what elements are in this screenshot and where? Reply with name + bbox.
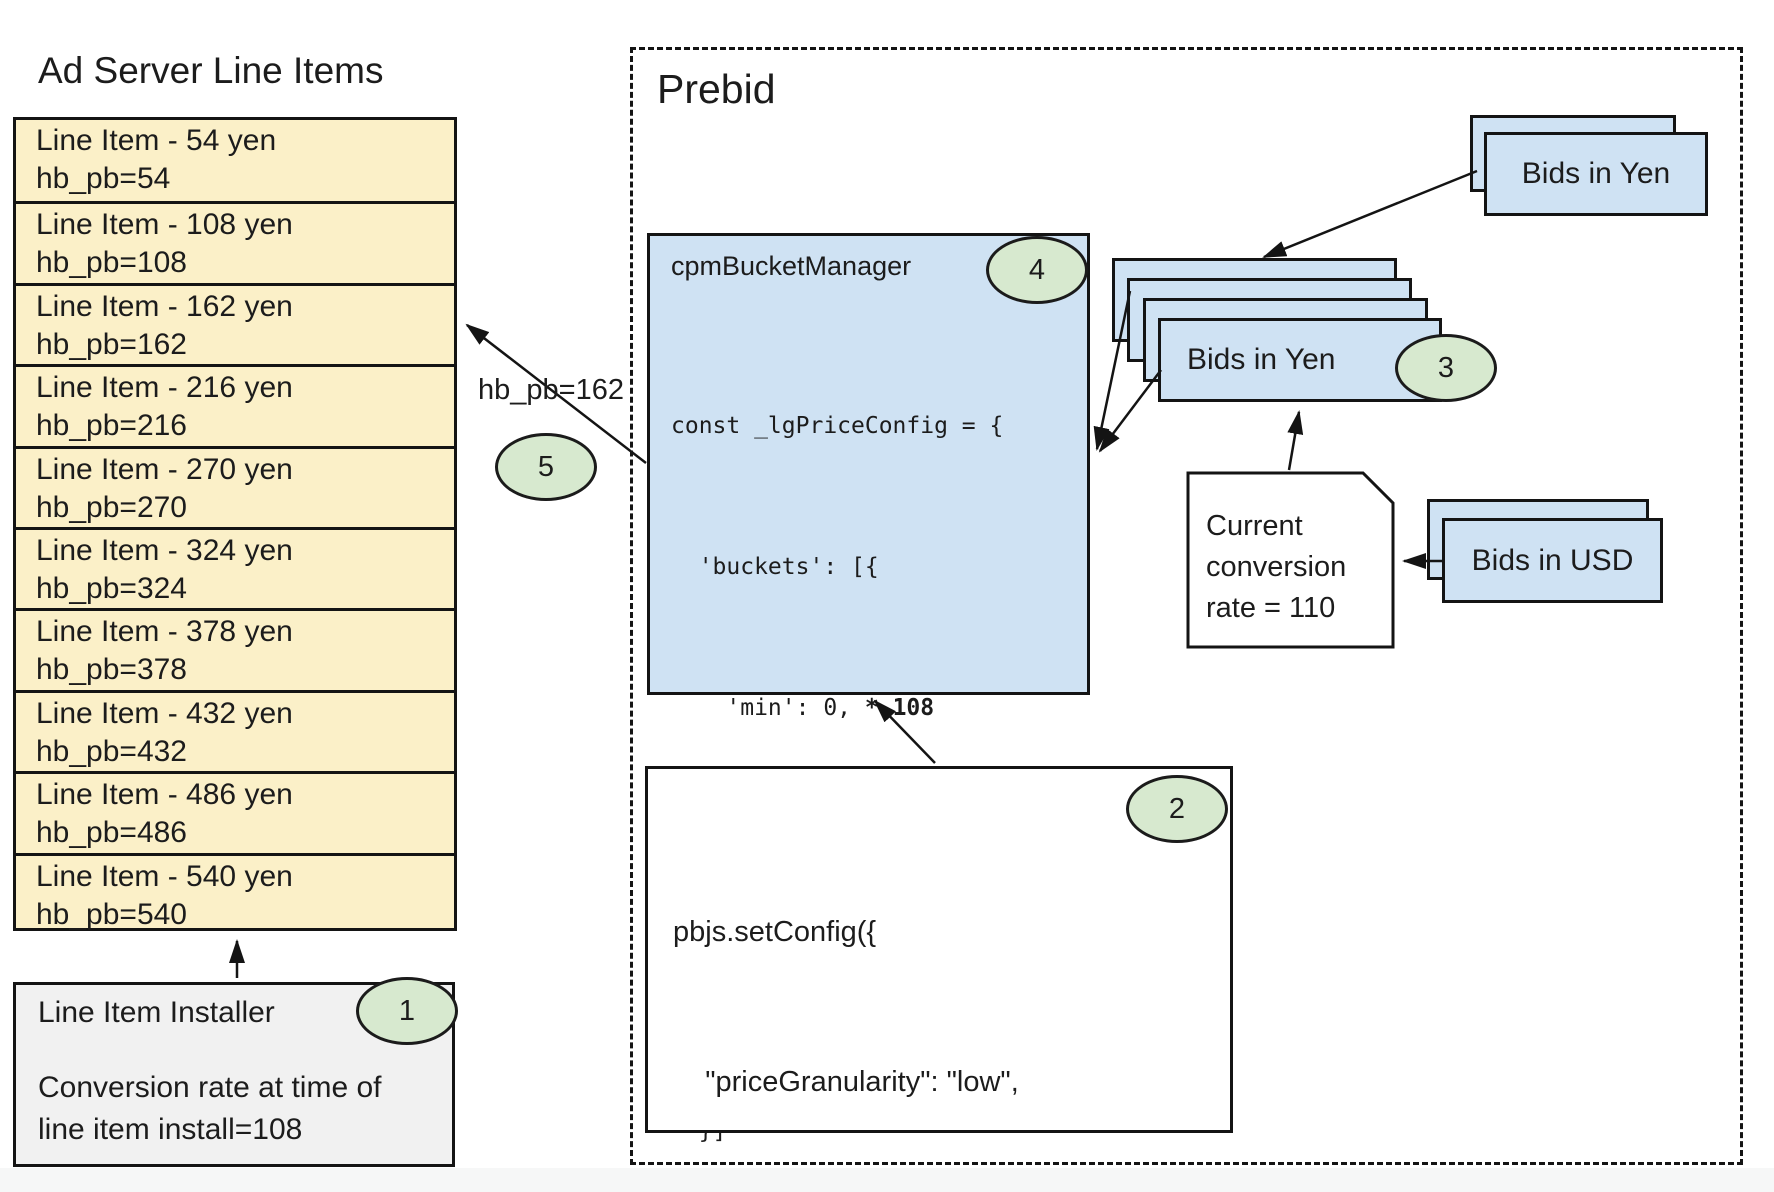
hb-pb-value: hb_pb=108	[36, 246, 187, 280]
line-item-row: Line Item - 540 yen hb_pb=540	[16, 852, 454, 934]
note-line: conversion	[1206, 551, 1347, 583]
line-item-row: Line Item - 270 yen hb_pb=270	[16, 445, 454, 527]
line-item-row: Line Item - 432 yen hb_pb=432	[16, 689, 454, 771]
conversion-rate-note: Current conversion rate = 110	[1206, 506, 1346, 629]
installer-note-line2: line item install=108	[38, 1113, 303, 1146]
note-line: rate = 110	[1206, 592, 1336, 624]
bids-in-yen-stack-label: Bids in Yen	[1187, 343, 1336, 376]
hb-pb-value: hb_pb=270	[36, 490, 187, 524]
line-item-row: Line Item - 378 yen hb_pb=378	[16, 608, 454, 689]
line-item-row: Line Item - 324 yen hb_pb=324	[16, 526, 454, 608]
code-line: pbjs.setConfig({	[673, 916, 877, 948]
step-badge-4: 4	[986, 236, 1088, 304]
line-item-row: Line Item - 108 yen hb_pb=108	[16, 201, 454, 282]
hb-pb-value: hb_pb=216	[36, 409, 187, 443]
code-line: const _lgPriceConfig = {	[671, 413, 1004, 439]
prebid-title: Prebid	[657, 66, 776, 112]
bids-in-yen-top-card: Bids in Yen	[1484, 132, 1708, 216]
line-item-name: Line Item - 270 yen	[36, 452, 293, 486]
line-item-name: Line Item - 324 yen	[36, 533, 293, 567]
step-badge-2: 2	[1126, 775, 1228, 843]
hb-pb-value: hb_pb=486	[36, 816, 187, 850]
step-badge-3: 3	[1395, 334, 1497, 402]
line-item-name: Line Item - 108 yen	[36, 208, 293, 242]
hb-pb-value: hb_pb=432	[36, 734, 187, 768]
code-line: 'buckets': [{	[671, 554, 879, 580]
cpm-bucket-manager-label: cpmBucketManager	[671, 251, 912, 281]
hb-pb-value: hb_pb=378	[36, 653, 187, 687]
bids-in-yen-stack-front-card: Bids in Yen	[1158, 318, 1442, 402]
step-badge-1: 1	[356, 977, 458, 1045]
hb-pb-value: hb_pb=540	[36, 897, 187, 931]
code-line: "priceGranularity": "low",	[673, 1066, 1019, 1098]
ad-server-title: Ad Server Line Items	[38, 50, 384, 91]
line-item-name: Line Item - 540 yen	[36, 859, 293, 893]
line-item-name: Line Item - 378 yen	[36, 615, 293, 649]
line-item-row: Line Item - 486 yen hb_pb=486	[16, 771, 454, 852]
installer-note-line1: Conversion rate at time of	[38, 1071, 382, 1104]
line-items-table: Line Item - 54 yen hb_pb=54 Line Item - 1…	[13, 117, 457, 931]
prebid-container	[630, 47, 1743, 1165]
note-line: Current	[1206, 510, 1303, 542]
hb-pb-arrow-label: hb_pb=162	[478, 374, 624, 406]
hb-pb-value: hb_pb=324	[36, 571, 187, 605]
bids-in-yen-top-label: Bids in Yen	[1521, 157, 1671, 190]
bids-in-usd-card: Bids in USD	[1442, 518, 1663, 603]
line-item-name: Line Item - 486 yen	[36, 778, 293, 812]
pbjs-set-config-box: pbjs.setConfig({ "priceGranularity": "lo…	[645, 766, 1233, 1133]
line-item-row: Line Item - 216 yen hb_pb=216	[16, 364, 454, 445]
installer-title: Line Item Installer	[38, 996, 275, 1029]
hb-pb-value: hb_pb=54	[36, 162, 171, 195]
cpm-bucket-manager-box: cpmBucketManager const _lgPriceConfig = …	[647, 233, 1090, 1144]
line-item-row: Line Item - 162 yen hb_pb=162	[16, 282, 454, 364]
line-item-name: Line Item - 54 yen	[36, 124, 277, 157]
hb-pb-value: hb_pb=162	[36, 327, 187, 361]
code-line: 'min': 0, * 108	[671, 695, 935, 721]
bids-in-usd-label: Bids in USD	[1471, 543, 1634, 577]
line-item-name: Line Item - 216 yen	[36, 371, 293, 405]
line-item-row: Line Item - 54 yen hb_pb=54	[16, 120, 454, 201]
line-item-name: Line Item - 432 yen	[36, 696, 293, 730]
line-item-name: Line Item - 162 yen	[36, 289, 293, 323]
bottom-strip	[0, 1168, 1774, 1192]
step-badge-5: 5	[495, 433, 597, 501]
